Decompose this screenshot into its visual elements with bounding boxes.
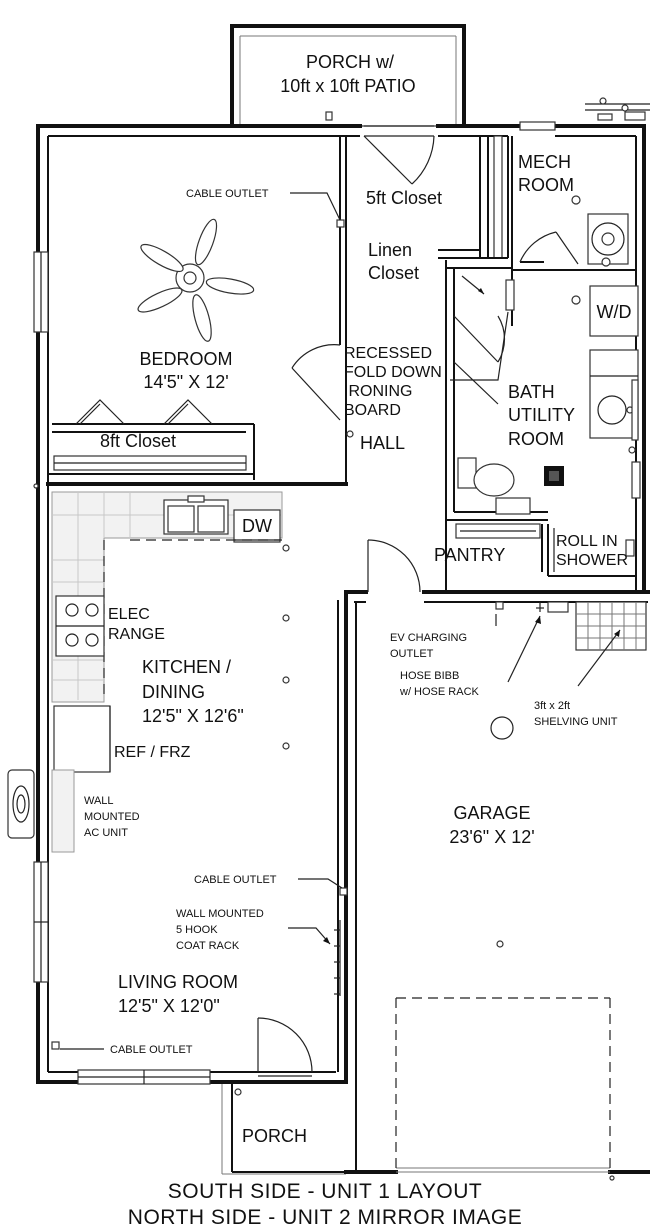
- dishwasher-label: DW: [242, 516, 272, 536]
- ev-label-2: OUTLET: [390, 648, 434, 660]
- pantry: PANTRY: [434, 497, 543, 592]
- closet-8ft-label: 8ft Closet: [100, 431, 176, 451]
- mech-room: MECH ROOM: [511, 136, 636, 271]
- caption-line-1: SOUTH SIDE - UNIT 1 LAYOUT: [167, 1180, 483, 1203]
- ac-label-3: AC UNIT: [84, 827, 128, 839]
- closet-5ft-label: 5ft Closet: [366, 188, 442, 208]
- washer-dryer-label: W/D: [597, 302, 632, 322]
- garage-label: GARAGE: [453, 803, 530, 823]
- shower-label-2: SHOWER: [556, 552, 628, 569]
- ironing-label-2: FOLD DOWN: [344, 364, 442, 381]
- fridge-label: REF / FRZ: [114, 744, 191, 761]
- front-porch-label: PORCH: [242, 1126, 307, 1146]
- shelving-label-1: 3ft x 2ft: [534, 700, 570, 712]
- ac-condenser: [7, 769, 35, 839]
- porch-patio-label-2: 10ft x 10ft PATIO: [280, 76, 415, 96]
- ceiling-fan-icon: [137, 218, 255, 342]
- porch-patio: PORCH w/ 10ft x 10ft PATIO: [230, 24, 466, 128]
- kitchen-label-1: KITCHEN /: [142, 657, 231, 677]
- kitchen-dining: DW ELEC RANGE REF / FRZ WALL MOUNTED AC …: [51, 491, 290, 853]
- bath-label-1: BATH: [508, 382, 555, 402]
- living-label: LIVING ROOM: [118, 972, 238, 992]
- ev-label-1: EV CHARGING: [390, 632, 467, 644]
- hose-label-2: w/ HOSE RACK: [399, 686, 480, 698]
- range-label-1: ELEC: [108, 606, 150, 623]
- ac-label-2: MOUNTED: [84, 811, 140, 823]
- window: [33, 861, 49, 983]
- cable-outlet-label-living-2: CABLE OUTLET: [110, 1044, 193, 1056]
- linen-closet-label-2: Closet: [368, 263, 419, 283]
- bath-label-2: UTILITY: [508, 405, 575, 425]
- pantry-label: PANTRY: [434, 545, 505, 565]
- ironing-label-4: BOARD: [344, 402, 401, 419]
- window: [77, 1069, 211, 1085]
- bedroom: BEDROOM 14'5" X 12' 8ft Closet CABLE OUT…: [46, 136, 348, 486]
- hall: 5ft Closet Linen Closet RECESSED FOLD DO…: [344, 125, 515, 520]
- roll-in-shower: ROLL IN SHOWER: [547, 524, 636, 577]
- linen-closet-label-1: Linen: [368, 240, 412, 260]
- living-room: CABLE OUTLET WALL MOUNTED 5 HOOK COAT RA…: [51, 874, 348, 1077]
- ironing-label-3: IRONING: [344, 383, 412, 400]
- window: [33, 251, 49, 333]
- porch-patio-label-1: PORCH w/: [306, 52, 394, 72]
- cable-outlet-label-bedroom: CABLE OUTLET: [186, 188, 269, 200]
- ironing-label-1: RECESSED: [344, 345, 432, 362]
- garage-size: 23'6" X 12': [449, 827, 534, 847]
- coat-rack-label-2: 5 HOOK: [176, 924, 218, 936]
- exterior-fixture: [325, 97, 650, 121]
- caption-line-2: NORTH SIDE - UNIT 2 MIRROR IMAGE: [127, 1206, 523, 1229]
- coat-rack-label-1: WALL MOUNTED: [176, 908, 264, 920]
- coat-rack-label-3: COAT RACK: [176, 940, 240, 952]
- cable-outlet-icon: [51, 1041, 60, 1050]
- kitchen-label-2: DINING: [142, 682, 205, 702]
- bedroom-size: 14'5" X 12': [143, 372, 228, 392]
- bath-utility-room: W/D BATH UTILITY ROOM: [446, 285, 641, 521]
- cable-outlet-icon: [339, 887, 348, 896]
- mech-room-label-1: MECH: [518, 152, 571, 172]
- kitchen-size: 12'5" X 12'6": [142, 706, 244, 726]
- mech-room-label-2: ROOM: [518, 175, 574, 195]
- hall-label: HALL: [360, 433, 405, 453]
- front-porch: PORCH: [221, 1082, 346, 1175]
- hose-label-1: HOSE BIBB: [400, 670, 459, 682]
- ac-label-1: WALL: [84, 795, 114, 807]
- range-label-2: RANGE: [108, 626, 165, 643]
- shelving-label-2: SHELVING UNIT: [534, 716, 618, 728]
- shower-label-1: ROLL IN: [556, 533, 618, 550]
- bath-label-3: ROOM: [508, 429, 564, 449]
- cable-outlet-icon: [336, 219, 345, 228]
- garage: EV CHARGING OUTLET HOSE BIBB w/ HOSE RAC…: [344, 601, 650, 1174]
- bedroom-label: BEDROOM: [139, 349, 232, 369]
- cable-outlet-label-living: CABLE OUTLET: [194, 874, 277, 886]
- living-size: 12'5" X 12'0": [118, 996, 220, 1016]
